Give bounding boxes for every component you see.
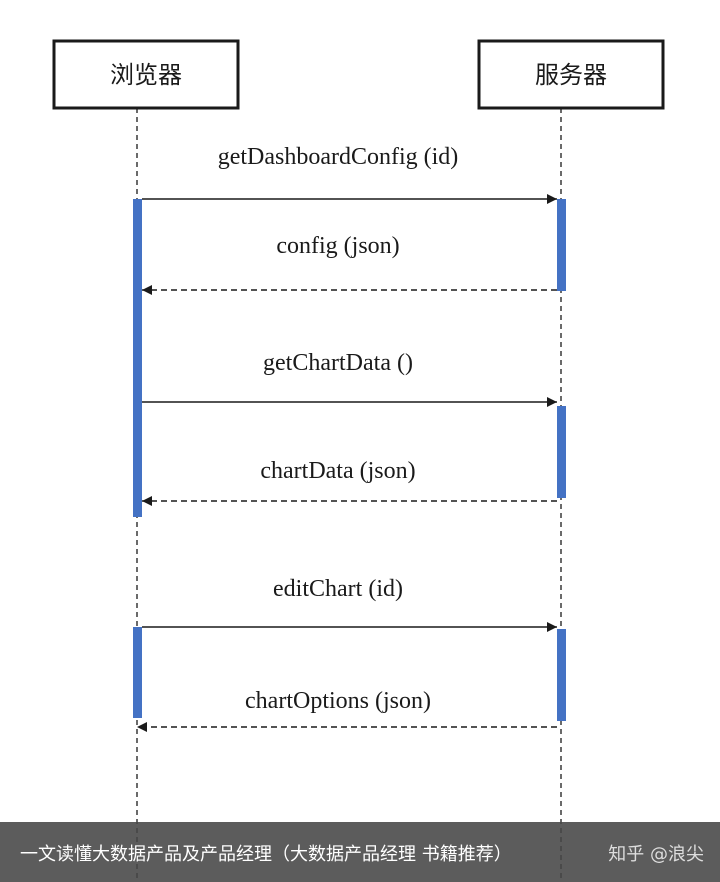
- actor-server: 服务器: [477, 39, 665, 110]
- message-config-return: config (json): [142, 233, 557, 295]
- message-label: getChartData (): [263, 350, 413, 376]
- browser-activation-1: [133, 199, 142, 517]
- footer-overlay: 一文读懂大数据产品及产品经理（大数据产品经理 书籍推荐） 知乎 @浪尖: [0, 822, 720, 882]
- actor-browser: 浏览器: [52, 39, 240, 110]
- actor-server-box: [477, 39, 665, 110]
- server-activation-3: [557, 629, 566, 721]
- footer-title: 一文读懂大数据产品及产品经理（大数据产品经理 书籍推荐）: [20, 844, 512, 865]
- server-activation-1: [557, 199, 566, 291]
- message-chart-options-return: chartOptions (json): [137, 688, 557, 732]
- message-label: editChart (id): [273, 576, 403, 602]
- server-activation-2: [557, 406, 566, 498]
- message-chart-data-return: chartData (json): [142, 458, 557, 506]
- actor-server-label: 服务器: [535, 61, 607, 89]
- actor-browser-label: 浏览器: [110, 61, 182, 89]
- message-get-chart-data: getChartData (): [142, 350, 557, 407]
- message-get-dashboard-config: getDashboardConfig (id): [142, 144, 557, 204]
- browser-activation-2: [133, 627, 142, 718]
- footer-source: 知乎 @浪尖: [608, 844, 704, 865]
- message-edit-chart: editChart (id): [142, 576, 557, 632]
- message-label: chartOptions (json): [245, 688, 431, 714]
- message-label: getDashboardConfig (id): [218, 144, 459, 170]
- message-label: config (json): [276, 233, 399, 259]
- actor-browser-box: [52, 39, 240, 110]
- message-label: chartData (json): [260, 458, 415, 484]
